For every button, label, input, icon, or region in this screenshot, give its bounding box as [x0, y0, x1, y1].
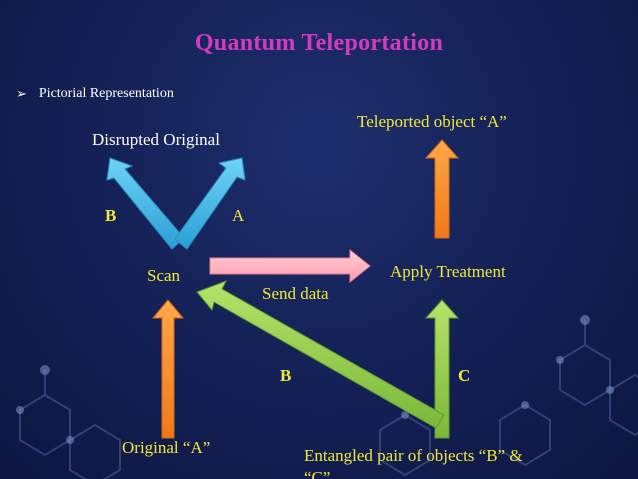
label-a-scan: A	[232, 206, 245, 225]
entangled-pair-label-line1: Entangled pair of objects “B” &	[304, 446, 523, 465]
bullet-text: Pictorial Representation	[38, 86, 174, 101]
disrupted-original-label: Disrupted Original	[92, 130, 220, 149]
slide-title: Quantum Teleportation	[194, 30, 444, 56]
arrow-entangled-to-treatment-c	[424, 299, 460, 439]
arrow-scan-to-disrupted-b	[106, 157, 185, 250]
send-data-label: Send data	[262, 284, 329, 303]
arrow-scan-to-disrupted-a	[174, 157, 246, 250]
label-b-entangled: B	[280, 366, 292, 385]
arrow-treatment-to-teleported	[424, 139, 460, 239]
original-a-label: Original “A”	[122, 438, 211, 457]
teleported-object-label: Teleported object “A”	[357, 112, 507, 131]
arrow-original-to-scan	[151, 299, 185, 439]
entangled-pair-label-line2: “C”	[304, 468, 331, 479]
apply-treatment-label: Apply Treatment	[390, 262, 506, 281]
arrow-entangled-to-scan-b	[196, 280, 445, 429]
label-b-scan: B	[105, 206, 117, 225]
label-c-entangled: C	[458, 366, 471, 385]
scan-label: Scan	[147, 266, 181, 285]
bullet-item: ➢ Pictorial Representation	[16, 86, 174, 102]
arrowhead-bullet-icon: ➢	[16, 86, 27, 102]
arrow-send-data	[209, 248, 371, 284]
